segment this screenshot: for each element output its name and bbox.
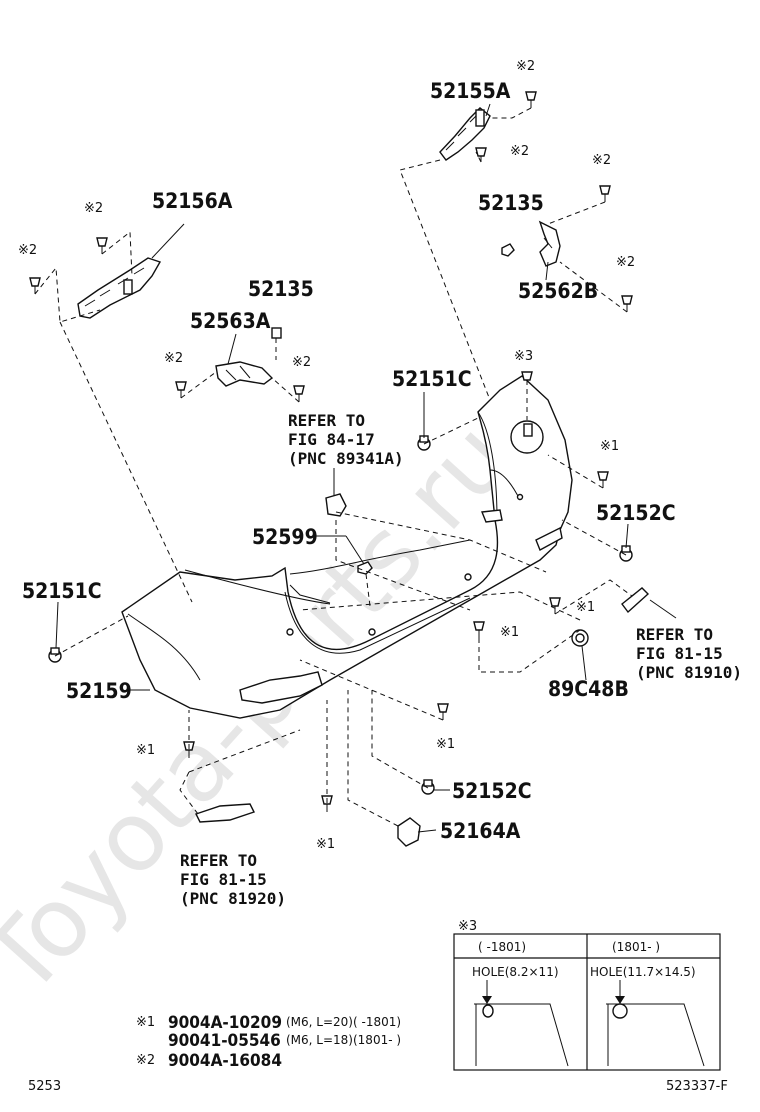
ref1-line2: FIG 84-17 [288, 430, 375, 449]
dashed-guides [34, 107, 633, 827]
footer-right-code: 523337-F [666, 1079, 728, 1094]
bumper-cover [121, 375, 573, 719]
mark-2: ※2 [164, 351, 183, 366]
rivet-52152c-right [619, 545, 633, 562]
footer-left-code: 5253 [28, 1079, 61, 1094]
clip-52135-right [501, 243, 515, 257]
retainer-52563a [215, 361, 274, 387]
fastener-legend: ※1 9004A-10209 (M6, L=20)( -1801) 90041-… [136, 1013, 401, 1071]
label-52152c-bottom: 52152C [452, 779, 532, 803]
mark-1: ※1 [136, 743, 155, 758]
detail-hole2: HOLE(11.7×14.5) [590, 965, 696, 979]
leader-lines [55, 103, 677, 833]
label-52562b: 52562B [518, 279, 598, 303]
mark-2: ※2 [292, 355, 311, 370]
clip-52599 [357, 561, 373, 575]
reflector-right [621, 587, 650, 614]
legend-mark-2: ※2 [136, 1053, 155, 1068]
ref3-line2: FIG 81-15 [180, 870, 267, 889]
label-52156a: 52156A [152, 189, 233, 213]
ref2-line1: REFER TO [636, 625, 713, 644]
rivet-52151c-upper [417, 435, 431, 451]
mark-1: ※1 [576, 600, 595, 615]
mark-3: ※3 [514, 349, 533, 364]
legend-part-2: 90041-05546 [168, 1031, 281, 1051]
legend-part-1: 9004A-10209 [168, 1013, 282, 1033]
mark-2: ※2 [516, 59, 535, 74]
part-labels: 52155A 52156A 52135 52135 52563A 52562B … [22, 79, 676, 843]
ref1-line1: REFER TO [288, 411, 365, 430]
refer-block-2: REFER TO FIG 81-15 (PNC 81910) [636, 625, 742, 682]
label-52159: 52159 [66, 679, 132, 703]
label-52152c-right: 52152C [596, 501, 676, 525]
refer-block-1: REFER TO FIG 84-17 (PNC 89341A) [288, 411, 404, 468]
label-89c48b: 89C48B [548, 677, 629, 701]
clip-52135-left [271, 327, 282, 339]
label-52563a: 52563A [190, 309, 271, 333]
cover-52164a [397, 817, 421, 847]
legend-mark-1: ※1 [136, 1015, 155, 1030]
mark-2: ※2 [510, 144, 529, 159]
ref1-line3: (PNC 89341A) [288, 449, 404, 468]
ref3-line3: (PNC 81920) [180, 889, 286, 908]
mark-1: ※1 [500, 625, 519, 640]
retainer-52562b [538, 220, 561, 267]
detail-col1-header: ( -1801) [478, 940, 526, 954]
mark-1: ※1 [316, 837, 335, 852]
reflector-left [195, 803, 255, 823]
hole-detail-table: ※3 ( -1801) (1801- ) HOLE(8.2×11) HOLE(1… [453, 919, 721, 1071]
sensor-retainer [325, 493, 347, 517]
grommet-89c48b [571, 629, 589, 647]
mark-2: ※2 [616, 255, 635, 270]
detail-hole1: HOLE(8.2×11) [472, 965, 559, 979]
label-52155a: 52155A [430, 79, 511, 103]
ref2-line2: FIG 81-15 [636, 644, 723, 663]
mark-2: ※2 [18, 243, 37, 258]
mark-1: ※1 [600, 439, 619, 454]
rivet-52151c-left [48, 647, 62, 663]
detail-mark: ※3 [458, 919, 477, 934]
label-52151c-upper: 52151C [392, 367, 472, 391]
refer-block-3: REFER TO FIG 81-15 (PNC 81920) [180, 851, 286, 908]
ref3-line1: REFER TO [180, 851, 257, 870]
rivet-52152c-bottom [421, 779, 435, 795]
label-52135-left: 52135 [248, 277, 314, 301]
legend-spec-1: (M6, L=20)( -1801) [286, 1015, 401, 1029]
legend-spec-2: (M6, L=18)(1801- ) [286, 1033, 401, 1047]
label-52135-right: 52135 [478, 191, 544, 215]
mark-2: ※2 [592, 153, 611, 168]
legend-part-3: 9004A-16084 [168, 1051, 282, 1071]
bracket-52156a [77, 257, 162, 319]
reference-marks: ※2 ※2 ※2 ※2 ※2 ※2 ※2 ※2 ※3 ※1 ※1 ※1 ※1 ※… [18, 59, 635, 852]
mark-1: ※1 [436, 737, 455, 752]
bracket-52155a [439, 107, 491, 161]
label-52164a: 52164A [440, 819, 521, 843]
detail-col2-header: (1801- ) [612, 940, 660, 954]
label-52599: 52599 [252, 525, 318, 549]
label-52151c-left: 52151C [22, 579, 102, 603]
mark-2: ※2 [84, 201, 103, 216]
ref2-line3: (PNC 81910) [636, 663, 742, 682]
